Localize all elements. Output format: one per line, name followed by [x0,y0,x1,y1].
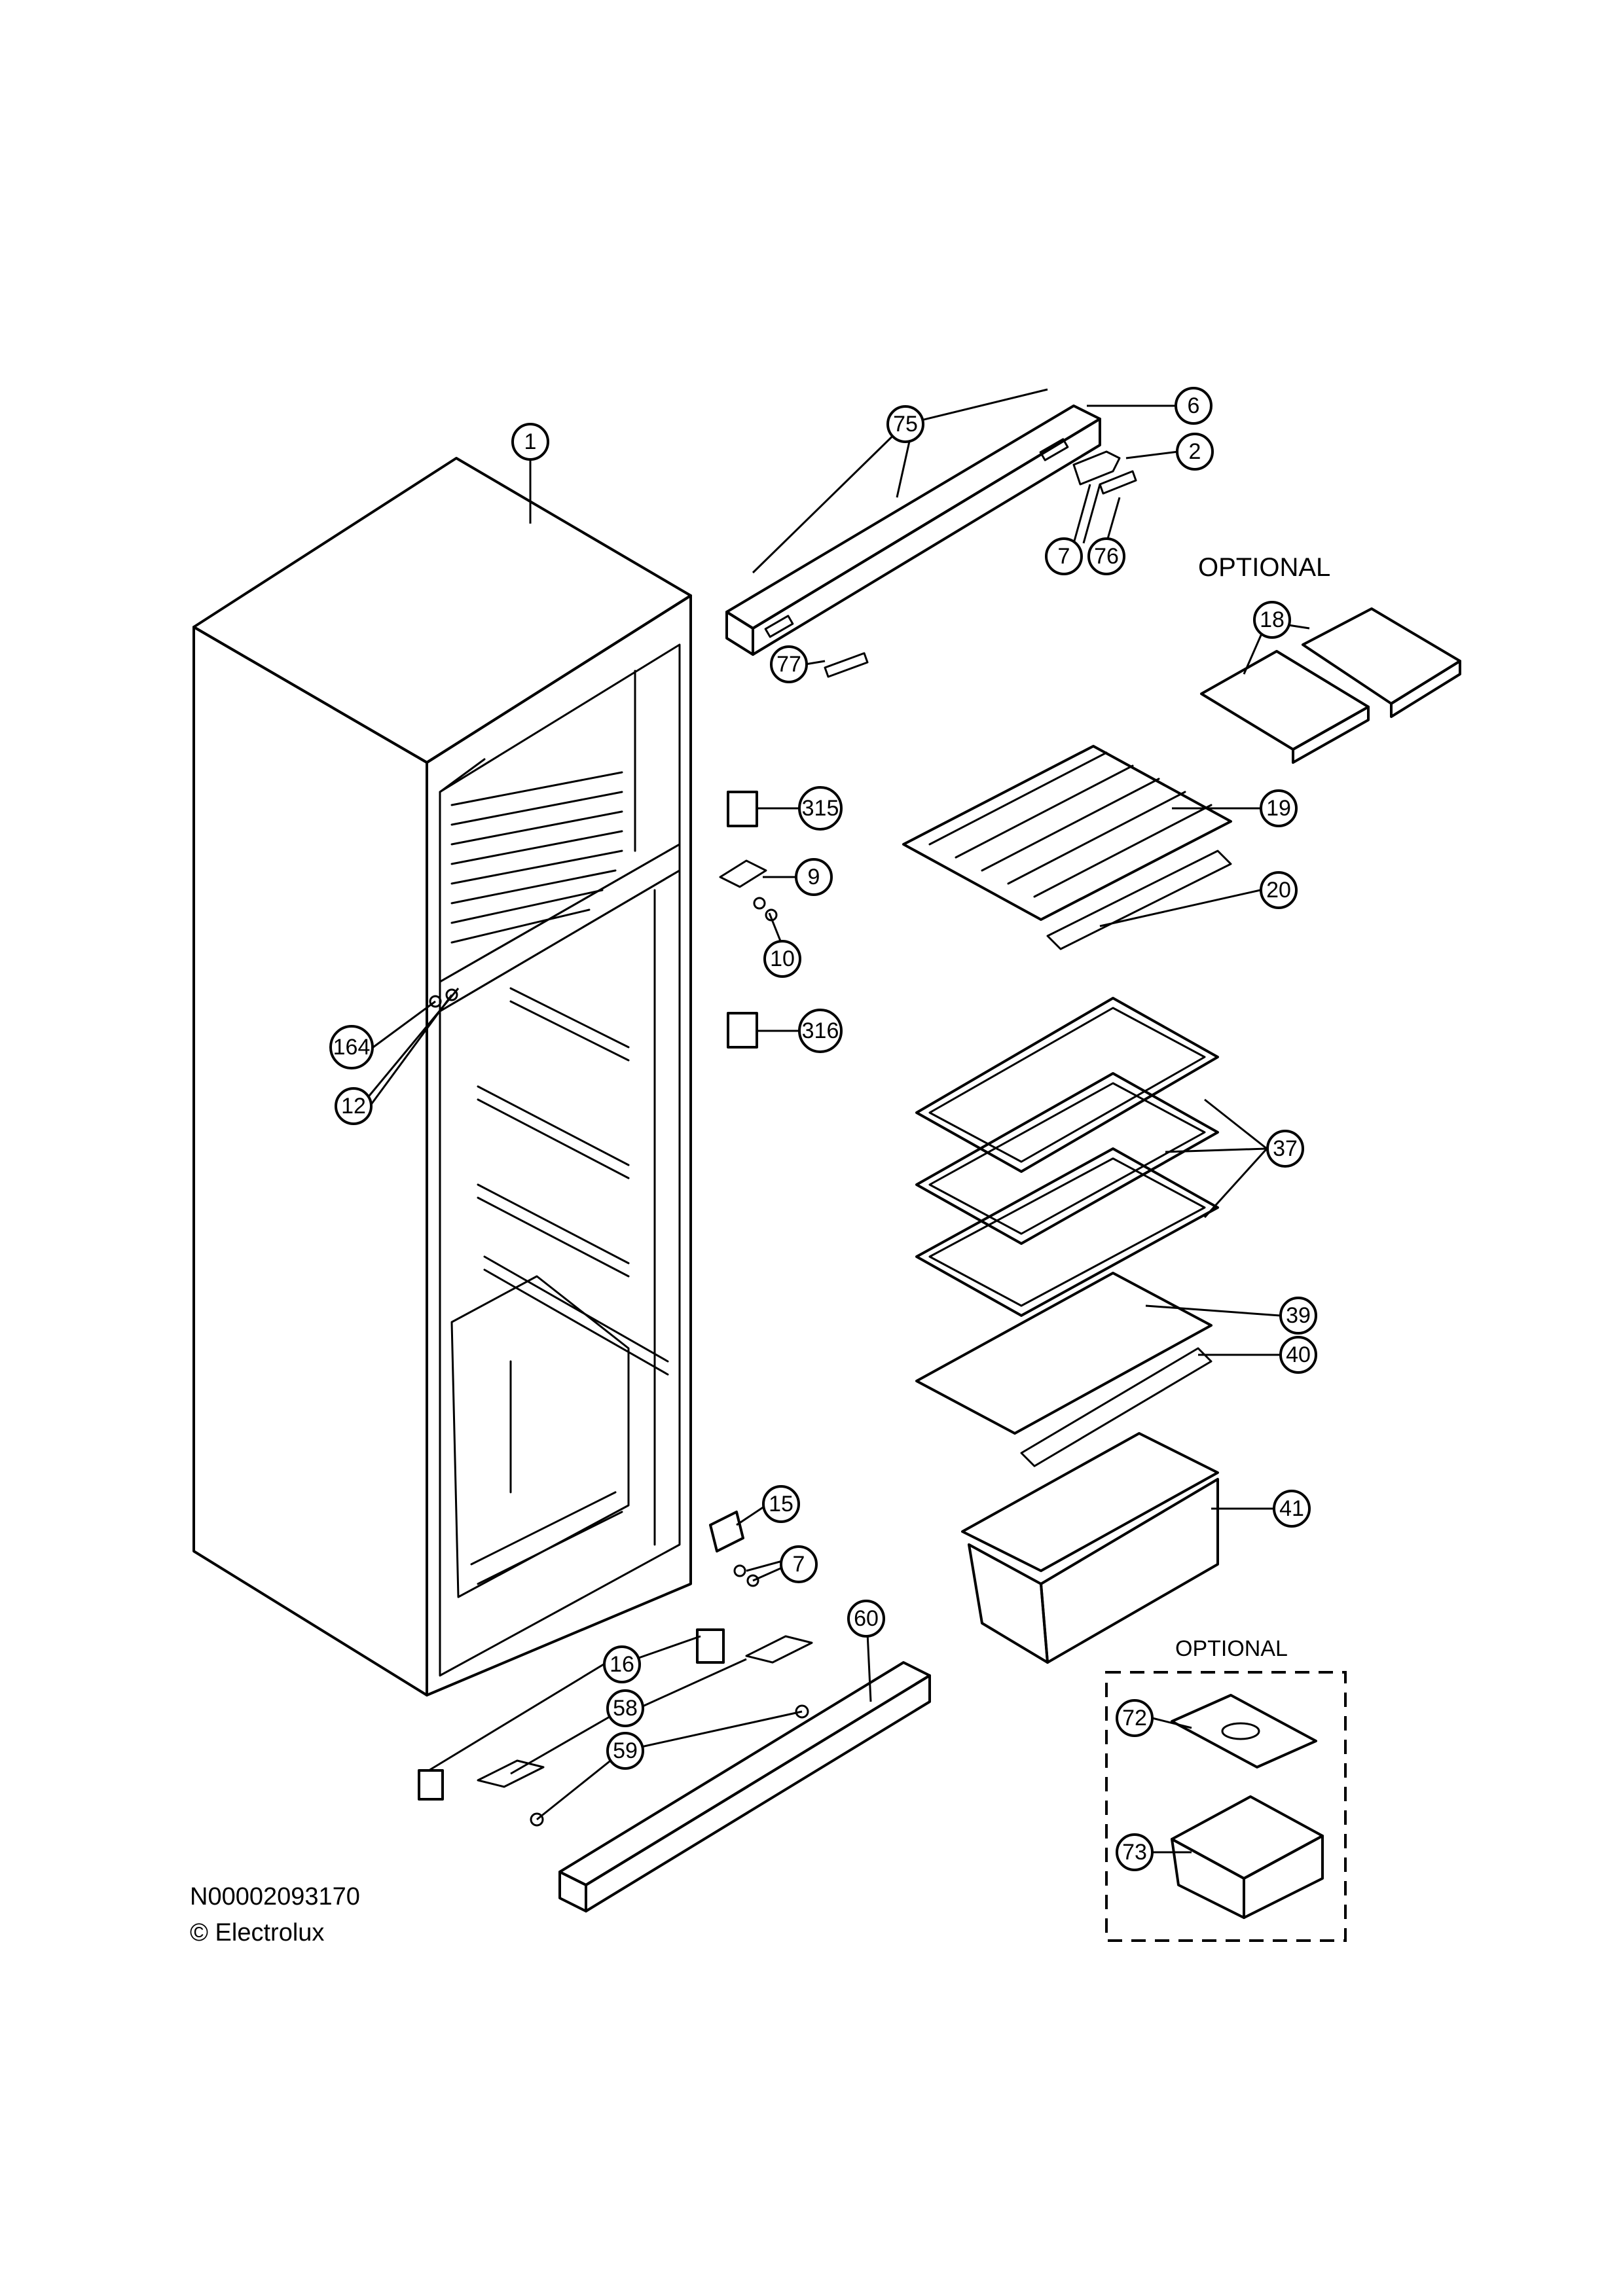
svg-text:37: 37 [1273,1136,1298,1161]
callout-12: 12 [335,1087,373,1125]
svg-text:315: 315 [802,796,839,821]
svg-text:15: 15 [769,1492,793,1516]
callout-1: 1 [511,423,549,461]
glass-shelves-drawing [915,997,1219,1467]
callout-41: 41 [1273,1490,1311,1528]
svg-text:59: 59 [613,1738,638,1763]
callout-7-top: 7 [1045,537,1083,575]
callout-2: 2 [1176,433,1214,471]
optional-label-ice-trays: OPTIONAL [1198,553,1330,582]
svg-text:72: 72 [1122,1706,1147,1731]
small-switch-parts-drawing [429,791,778,1049]
svg-text:76: 76 [1094,544,1119,569]
svg-text:41: 41 [1279,1496,1304,1521]
callout-72: 72 [1116,1699,1154,1737]
optional-label-ice-box: OPTIONAL [1175,1636,1288,1661]
callout-58: 58 [606,1689,644,1727]
kick-plate-drawing [418,1628,931,1912]
callout-9: 9 [795,858,833,896]
optional-ice-box-drawing [1105,1671,1347,1942]
svg-text:39: 39 [1286,1303,1311,1328]
callout-7-bottom: 7 [780,1545,818,1583]
svg-text:9: 9 [808,865,820,889]
svg-text:7: 7 [1058,544,1070,569]
crisper-bin-drawing [961,1432,1219,1664]
callout-77: 77 [770,645,808,683]
callout-60: 60 [847,1600,885,1638]
svg-text:316: 316 [802,1018,839,1043]
callout-59: 59 [606,1732,644,1770]
freezer-shelf-drawing [902,745,1232,950]
callout-15: 15 [762,1485,800,1523]
callout-10: 10 [763,940,801,978]
top-hinge-cover-drawing [725,404,1137,678]
callout-16: 16 [603,1645,641,1683]
callout-40: 40 [1279,1336,1317,1374]
callout-73: 73 [1116,1833,1154,1871]
svg-text:58: 58 [613,1696,638,1721]
callout-316: 316 [798,1009,843,1053]
svg-text:10: 10 [770,946,795,971]
svg-text:164: 164 [333,1035,371,1060]
document-number: N00002093170 [190,1883,360,1910]
callout-164: 164 [329,1025,374,1069]
callout-37: 37 [1266,1130,1304,1168]
svg-text:60: 60 [854,1606,879,1631]
leader-lines [362,388,1310,1854]
svg-text:18: 18 [1260,607,1285,632]
callout-19: 19 [1260,789,1298,827]
fridge-shelf-rails [477,987,669,1376]
svg-text:16: 16 [610,1652,634,1677]
svg-text:77: 77 [776,652,801,677]
svg-text:20: 20 [1266,878,1291,903]
callout-18: 18 [1253,601,1291,639]
svg-text:2: 2 [1189,439,1201,464]
bottom-hinge-drawing [709,1511,759,1587]
svg-text:12: 12 [341,1094,366,1119]
svg-text:40: 40 [1286,1342,1311,1367]
svg-text:75: 75 [893,412,918,437]
svg-text:73: 73 [1122,1840,1147,1865]
svg-text:19: 19 [1266,796,1291,821]
svg-text:6: 6 [1188,393,1200,418]
svg-text:7: 7 [793,1552,805,1577]
callout-6: 6 [1175,387,1213,425]
callout-39: 39 [1279,1297,1317,1335]
callout-20: 20 [1260,871,1298,909]
svg-text:1: 1 [524,429,537,454]
copyright-notice: © Electrolux [190,1919,324,1946]
callout-75: 75 [886,405,924,443]
callout-76: 76 [1087,537,1125,575]
freezer-shelf-lines [450,771,623,944]
cabinet-drawing [192,457,692,1696]
ice-trays-drawing [1200,607,1461,764]
callout-315: 315 [798,786,843,831]
